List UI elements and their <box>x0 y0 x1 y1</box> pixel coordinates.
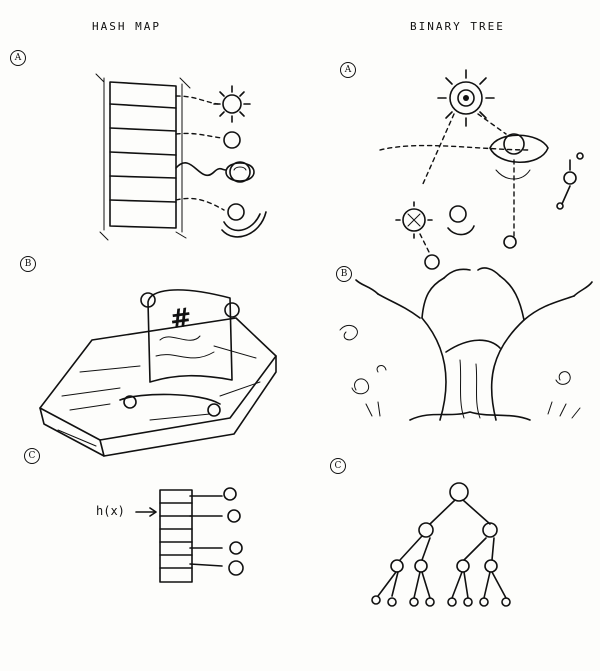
sun-icon <box>214 86 250 122</box>
binary-tree-c-diagram <box>372 483 510 606</box>
chain-node-icon <box>224 132 240 148</box>
binary-tree-a-celestial <box>380 70 583 269</box>
ringed-planet-icon <box>226 162 254 182</box>
scroll-icon <box>120 290 239 416</box>
hash-map-c-array <box>136 488 243 582</box>
hash-map-a-chains <box>176 96 226 210</box>
binary-tree-b-tree-icon <box>340 268 592 420</box>
hash-map-a-buckets <box>96 74 190 240</box>
orbiting-planet-icon <box>222 204 266 237</box>
stone-slab-icon <box>40 318 276 456</box>
